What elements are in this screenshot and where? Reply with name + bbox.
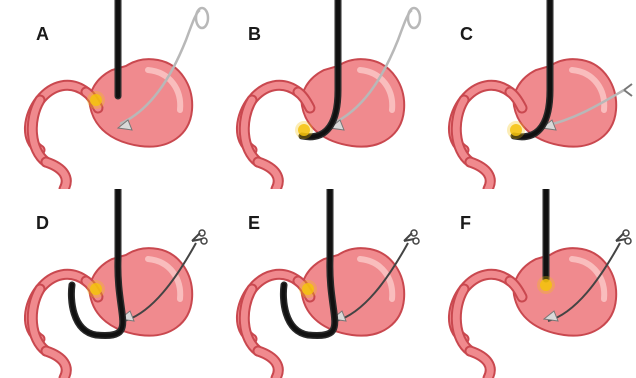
stomach-body: [302, 248, 404, 336]
scissors-handle-icon: [201, 238, 207, 244]
panel-illustration: [0, 189, 212, 378]
lesion-glow: [507, 121, 525, 139]
stomach-group: [453, 248, 616, 378]
panel-f: F: [424, 189, 636, 378]
panel-label: E: [248, 213, 260, 234]
stomach-group: [453, 59, 616, 189]
scissors-handle-icon: [413, 238, 419, 244]
panel-b: B: [212, 0, 424, 189]
panel-label: A: [36, 24, 49, 45]
snare-loop-icon: [196, 8, 208, 28]
panel-a: A: [0, 0, 212, 189]
panel-d: D: [0, 189, 212, 378]
panel-e: E: [212, 189, 424, 378]
lesion-glow: [87, 91, 105, 109]
panel-label: C: [460, 24, 473, 45]
lesion-glow: [87, 280, 105, 298]
stomach-body: [90, 248, 192, 336]
wire-tip-icon: [624, 84, 632, 96]
panel-illustration: [0, 0, 212, 189]
panel-c: C: [424, 0, 636, 189]
stomach-group: [29, 248, 192, 378]
panel-illustration: [424, 0, 636, 189]
panel-illustration: [212, 0, 424, 189]
panel-label: F: [460, 213, 471, 234]
panel-label: D: [36, 213, 49, 234]
scissors-handle-icon: [625, 238, 631, 244]
lesion-glow: [295, 121, 313, 139]
stomach-body: [90, 59, 192, 147]
stomach-body: [514, 248, 616, 336]
panel-illustration: [424, 189, 636, 378]
panel-illustration: [212, 189, 424, 378]
panel-label: B: [248, 24, 261, 45]
lesion-glow: [299, 280, 317, 298]
lesion-glow: [537, 276, 555, 294]
stomach-group: [241, 248, 404, 378]
snare-loop-icon: [408, 8, 420, 28]
